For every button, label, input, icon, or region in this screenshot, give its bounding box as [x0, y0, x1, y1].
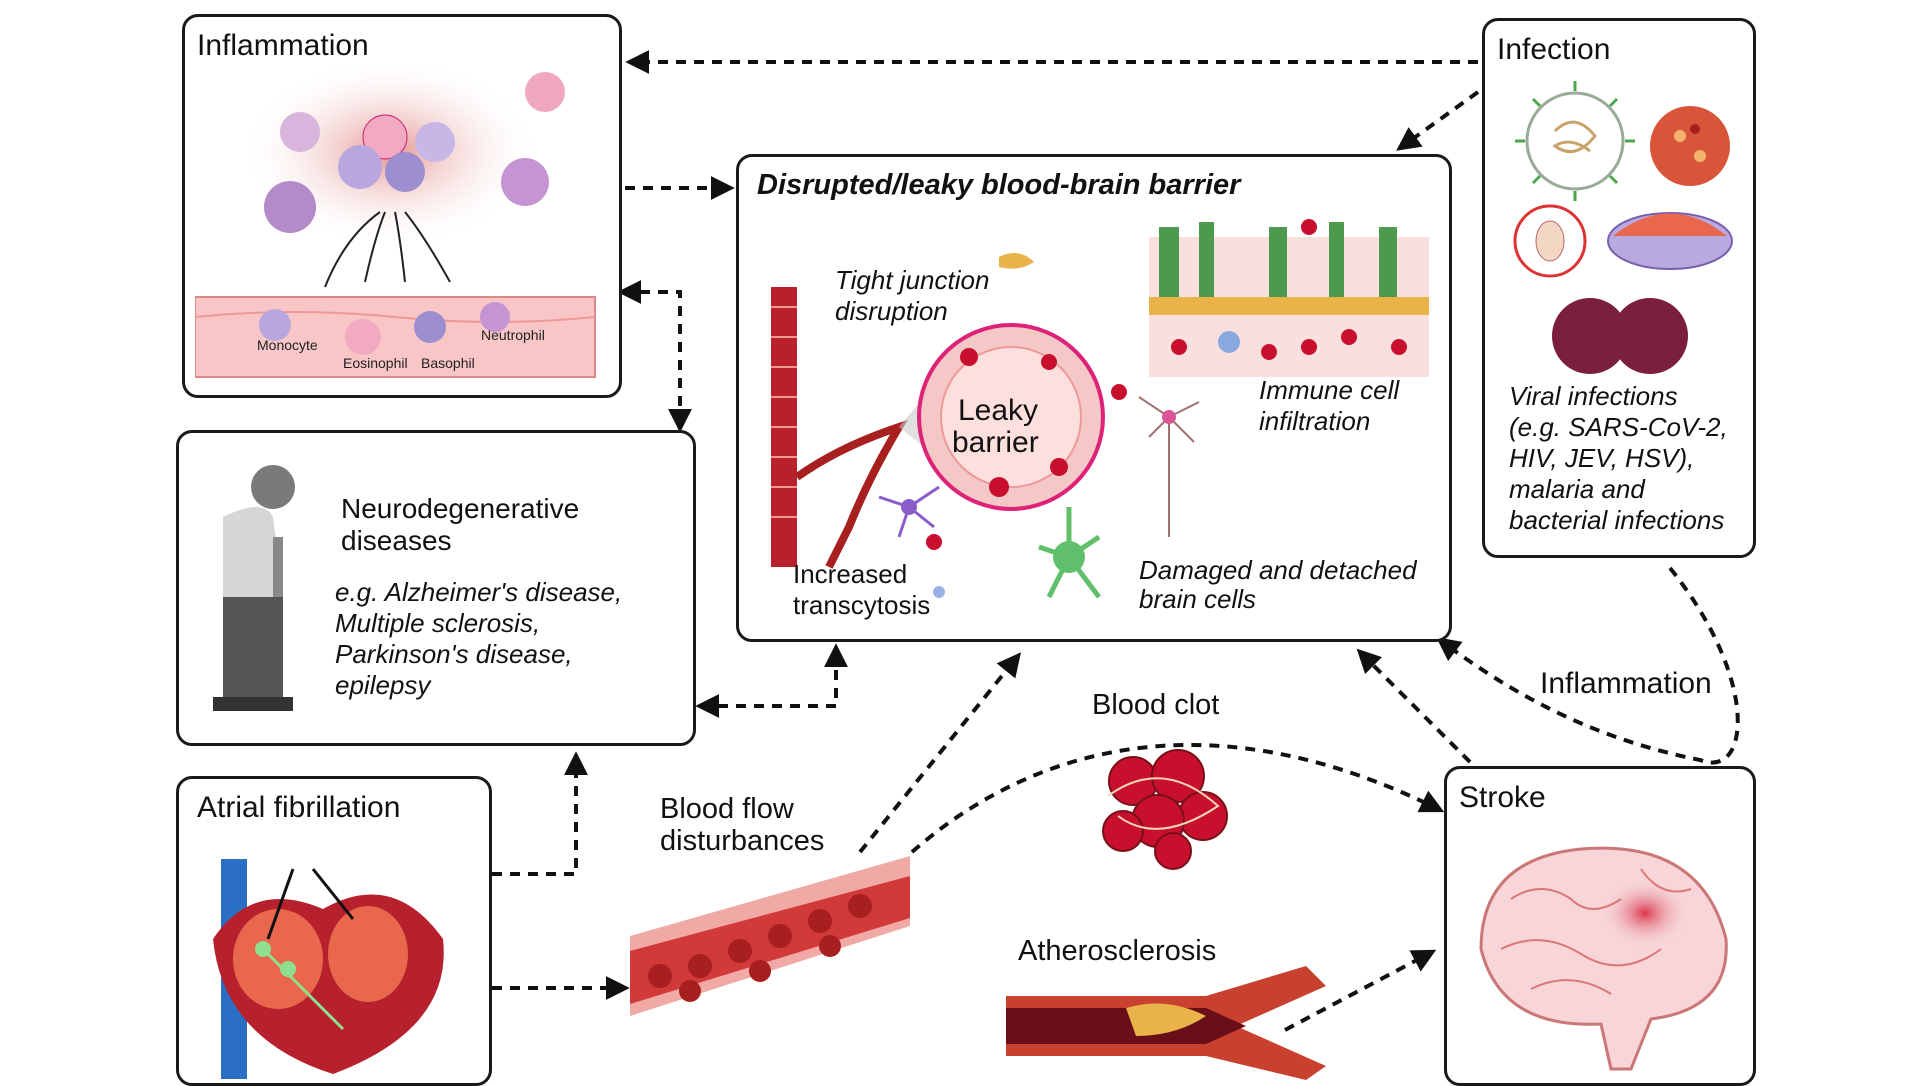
infection-desc-1: Viral infections: [1509, 381, 1678, 411]
damaged-cells-label-1: Damaged and detached: [1139, 555, 1417, 585]
pathogens-illustration: [1513, 81, 1733, 374]
neuro-desc-1: e.g. Alzheimer's disease,: [335, 577, 623, 607]
atherosclerosis-label: Atherosclerosis: [1018, 935, 1217, 967]
atrial-fibrillation-title: Atrial fibrillation: [197, 791, 401, 824]
bbb-illustration: [771, 219, 1429, 599]
inflammation-arrow-label: Inflammation: [1540, 667, 1712, 700]
neuro-desc-2: Multiple sclerosis,: [335, 608, 541, 638]
infection-box: Infection Viral infections (e.g. SARS-Co…: [1482, 18, 1756, 558]
cell-label-monocyte: Monocyte: [257, 337, 318, 353]
blood-flow-label-1: Blood flow: [660, 793, 794, 825]
infection-desc-2: (e.g. SARS-CoV-2,: [1509, 412, 1728, 442]
damaged-cells-label-2: brain cells: [1139, 584, 1257, 614]
arrow-inflammation-neuro: [617, 280, 692, 433]
infection-desc-3: HIV, JEV, HSV),: [1509, 443, 1695, 473]
tight-junction-label-2: disruption: [835, 296, 948, 326]
tight-junction-label-1: Tight junction: [835, 265, 990, 295]
arrow-infection-inflammation-to-bbb: [1436, 566, 1740, 765]
brain-illustration: [1479, 846, 1728, 1071]
arrow-infection-to-bbb: [1396, 90, 1480, 151]
neuro-desc-3: Parkinson's disease,: [335, 639, 573, 669]
infection-desc-5: bacterial infections: [1509, 505, 1725, 535]
leaky-barrier-label-2: barrier: [952, 426, 1039, 459]
blood-clot-illustration: [1102, 749, 1228, 870]
atherosclerosis-illustration: [1006, 966, 1326, 1080]
leaky-barrier-label-1: Leaky: [958, 394, 1039, 427]
arrow-atrial-to-neuro: [492, 751, 588, 876]
cell-label-eosinophil: Eosinophil: [343, 355, 408, 371]
arrow-neuro-bbb: [695, 643, 848, 718]
stroke-title: Stroke: [1459, 781, 1546, 814]
blood-clot-label: Blood clot: [1092, 689, 1220, 721]
immune-cell-label-2: infiltration: [1259, 406, 1371, 436]
stroke-box: Stroke: [1444, 766, 1756, 1086]
blood-flow-label-2: disturbances: [660, 825, 825, 857]
neuro-desc-4: epilepsy: [335, 670, 431, 700]
arrow-bloodflow-to-bbb: [858, 652, 1022, 854]
immune-cell-label-1: Immune cell: [1259, 375, 1400, 405]
inflammation-box: Inflammation Monocyte Eos: [182, 14, 622, 398]
cell-label-basophil: Basophil: [421, 355, 475, 371]
heart-illustration: [213, 859, 444, 1079]
neurodegenerative-box: Neurodegenerative diseases e.g. Alzheime…: [176, 430, 696, 746]
blood-flow-illustration: [630, 856, 910, 1016]
neuro-title-2: diseases: [341, 525, 452, 556]
neuro-title-1: Neurodegenerative: [341, 493, 580, 524]
infection-title: Infection: [1497, 33, 1611, 66]
transcytosis-label-2: transcytosis: [793, 590, 931, 620]
transcytosis-label-1: Increased: [793, 559, 908, 589]
inflammation-title: Inflammation: [197, 29, 369, 62]
bbb-title: Disrupted/leaky blood-brain barrier: [757, 169, 1241, 201]
bbb-box: Disrupted/leaky blood-brain barrier: [736, 154, 1452, 642]
inflammation-illustration: [195, 67, 596, 378]
arrow-stroke-to-bbb: [1356, 648, 1472, 764]
cell-label-neutrophil: Neutrophil: [481, 327, 545, 343]
infection-desc-4: malaria and: [1509, 474, 1645, 504]
atrial-fibrillation-box: Atrial fibrillation: [176, 776, 492, 1086]
elderly-person-icon: [213, 465, 295, 711]
